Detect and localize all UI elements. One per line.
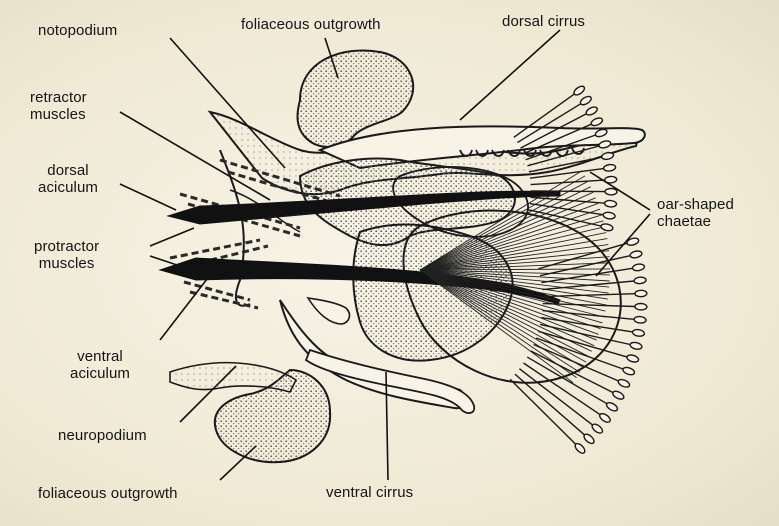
label-notopodium: notopodium — [38, 22, 117, 39]
label-foliaceous-outgrowth-top: foliaceous outgrowth — [241, 16, 381, 33]
oar-chaeta-shaft — [515, 374, 584, 435]
neuropodium-lobe — [170, 363, 296, 392]
oar-chaeta-blade — [622, 366, 635, 376]
oar-chaeta-blade — [600, 223, 613, 232]
oar-chaeta-blade — [629, 250, 642, 259]
oar-chaeta-blade — [629, 341, 642, 350]
oar-chaeta-blade — [604, 200, 616, 207]
oar-chaeta-blade — [573, 442, 586, 455]
oar-chaeta-shaft — [531, 191, 605, 192]
oar-chaeta-blade — [634, 277, 647, 284]
label-ventral-aciculum-line1: ventral — [70, 348, 130, 365]
label-oar-shaped-chaetae: oar-shaped chaetae — [657, 196, 734, 230]
oar-chaeta-blade — [579, 95, 593, 107]
label-dorsal-aciculum: dorsal aciculum — [38, 162, 98, 196]
oar-chaeta-blade — [617, 378, 631, 389]
oar-chaeta-blade — [605, 188, 617, 195]
oar-chaeta-blade — [635, 303, 647, 310]
oar-chaeta-blade — [635, 290, 647, 297]
oar-chaeta-blade — [591, 422, 604, 434]
label-protractor-muscles: protractor muscles — [34, 238, 99, 272]
label-protractor-line1: protractor — [34, 238, 99, 255]
label-ventral-aciculum: ventral aciculum — [70, 348, 130, 382]
oar-chaeta-shaft — [510, 379, 576, 444]
label-ventral-cirrus: ventral cirrus — [326, 484, 413, 501]
oar-chaeta-blade — [605, 401, 619, 413]
label-dorsal-cirrus: dorsal cirrus — [502, 13, 585, 30]
inner-lobe — [308, 298, 349, 324]
label-retractor-line1: retractor — [30, 89, 87, 106]
oar-chaeta-blade — [585, 105, 599, 116]
label-oar-line1: oar-shaped — [657, 196, 734, 213]
oar-chaeta-blade — [612, 390, 626, 401]
label-retractor-muscles: retractor muscles — [30, 89, 87, 123]
oar-chaeta-shaft — [541, 268, 632, 282]
oar-chaeta-shaft — [524, 363, 600, 415]
oar-chaeta-blade — [590, 116, 604, 127]
label-protractor-line2: muscles — [34, 255, 99, 272]
label-foliaceous-outgrowth-bottom: foliaceous outgrowth — [38, 485, 178, 502]
oar-chaeta-shaft — [531, 180, 605, 184]
label-dorsal-aciculum-line1: dorsal — [38, 162, 98, 179]
label-ventral-aciculum-line2: aciculum — [70, 365, 130, 382]
label-oar-line2: chaetae — [657, 213, 734, 230]
oar-chaeta-blade — [626, 354, 639, 363]
oar-chaeta-blade — [598, 412, 612, 424]
oar-chaeta-blade — [582, 432, 595, 445]
oar-chaeta-blade — [572, 85, 585, 97]
oar-chaeta-blade — [632, 263, 645, 271]
oar-chaeta-blade — [603, 164, 616, 172]
oar-chaeta-blade — [632, 329, 645, 337]
label-neuropodium: neuropodium — [58, 427, 147, 444]
label-dorsal-aciculum-line2: aciculum — [38, 179, 98, 196]
oar-chaeta-blade — [634, 316, 647, 324]
label-retractor-line2: muscles — [30, 106, 87, 123]
oar-chaeta-blade — [603, 212, 616, 220]
